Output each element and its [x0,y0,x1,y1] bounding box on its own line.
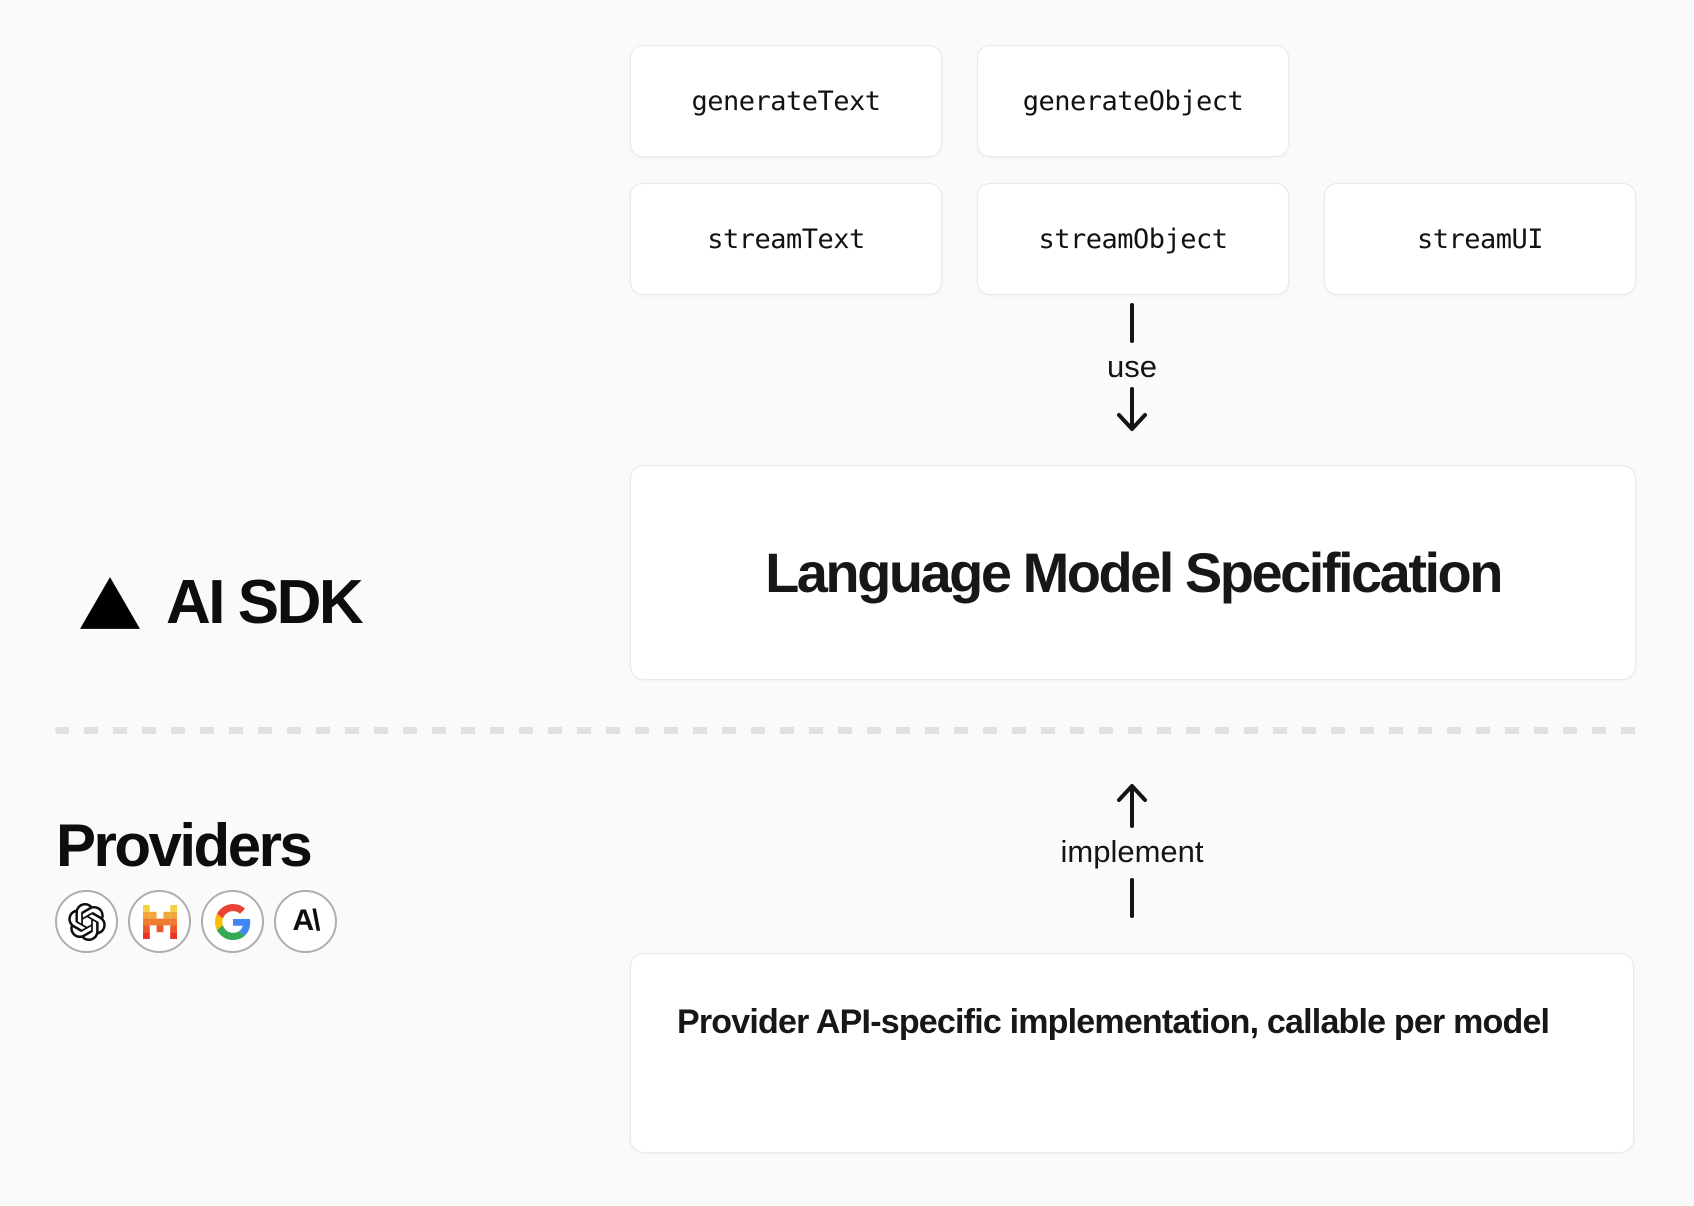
generate-object-label: generateObject [1022,85,1244,117]
generate-text-box: generateText [630,45,942,157]
vercel-triangle-icon [80,577,140,629]
arrow-up-icon [1117,784,1147,828]
spec-box-title: Language Model Specification [765,541,1503,604]
providers-heading: Providers [56,812,313,879]
use-label: use [1107,349,1157,384]
stream-text-box: streamText [630,183,942,295]
stream-ui-box: streamUI [1324,183,1636,295]
implement-connector: implement [1012,782,1252,918]
ai-sdk-logo: AI SDK [80,568,364,637]
generate-object-box: generateObject [977,45,1289,157]
stream-object-box: streamObject [977,183,1289,295]
implement-connector-line [1130,877,1134,918]
implement-label: implement [1060,834,1204,869]
anthropic-icon: A\ [292,903,321,937]
dashed-divider [55,727,1639,734]
google-icon [214,903,250,940]
generate-text-label: generateText [691,85,881,117]
provider-implementation-box: Provider API-specific implementation, ca… [630,953,1634,1153]
openai-provider-badge [55,890,118,953]
google-provider-badge [201,890,264,953]
openai-icon [67,902,106,941]
use-connector: use [1012,303,1252,433]
language-model-specification-box: Language Model Specification [630,465,1636,680]
stream-text-label: streamText [707,223,865,255]
mistral-provider-badge [128,890,191,953]
provider-icons-row: A\ [55,890,337,953]
provider-box-text: Provider API-specific implementation, ca… [677,1003,1550,1041]
stream-object-label: streamObject [1038,223,1228,255]
ai-sdk-label: AI SDK [166,568,364,637]
stream-ui-label: streamUI [1416,223,1544,255]
use-connector-line [1130,303,1134,343]
mistral-icon [142,904,177,939]
arrow-down-icon [1117,386,1147,431]
anthropic-provider-badge: A\ [274,890,337,953]
